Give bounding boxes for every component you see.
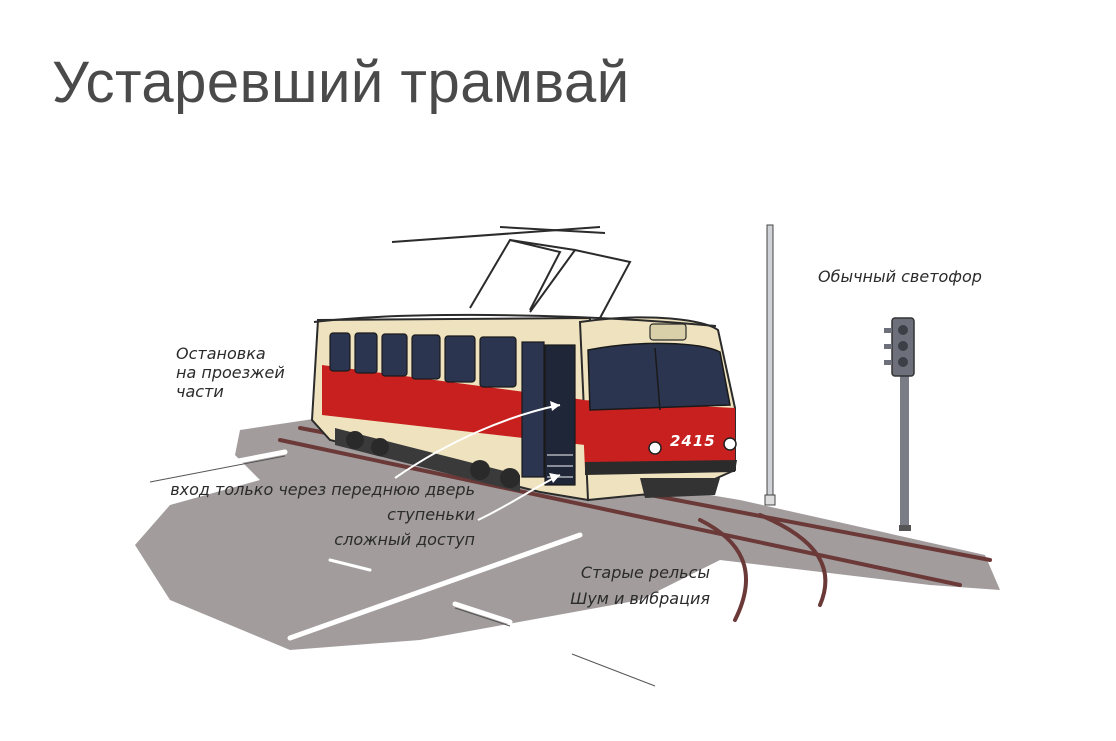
label-difficult-access: сложный доступ xyxy=(334,530,475,549)
road-area xyxy=(135,418,1000,650)
traffic-light xyxy=(884,317,915,531)
overhead-pole xyxy=(764,224,776,506)
label-old-rails: Старые рельсы xyxy=(580,563,710,582)
label-stop-on-roadway: Остановка на проезжей части xyxy=(176,344,285,401)
tram xyxy=(310,313,737,502)
label-traffic-light: Обычный светофор xyxy=(818,267,982,286)
label-noise-vibration: Шум и вибрация xyxy=(570,589,710,608)
page-title: Устаревший трамвай xyxy=(52,49,630,115)
label-steps: ступеньки xyxy=(387,505,475,524)
label-front-door-entry: вход только через переднюю дверь xyxy=(170,480,475,499)
tram-number: 2415 xyxy=(670,432,716,450)
trolley-pole xyxy=(391,226,632,319)
road-markings xyxy=(147,449,658,685)
